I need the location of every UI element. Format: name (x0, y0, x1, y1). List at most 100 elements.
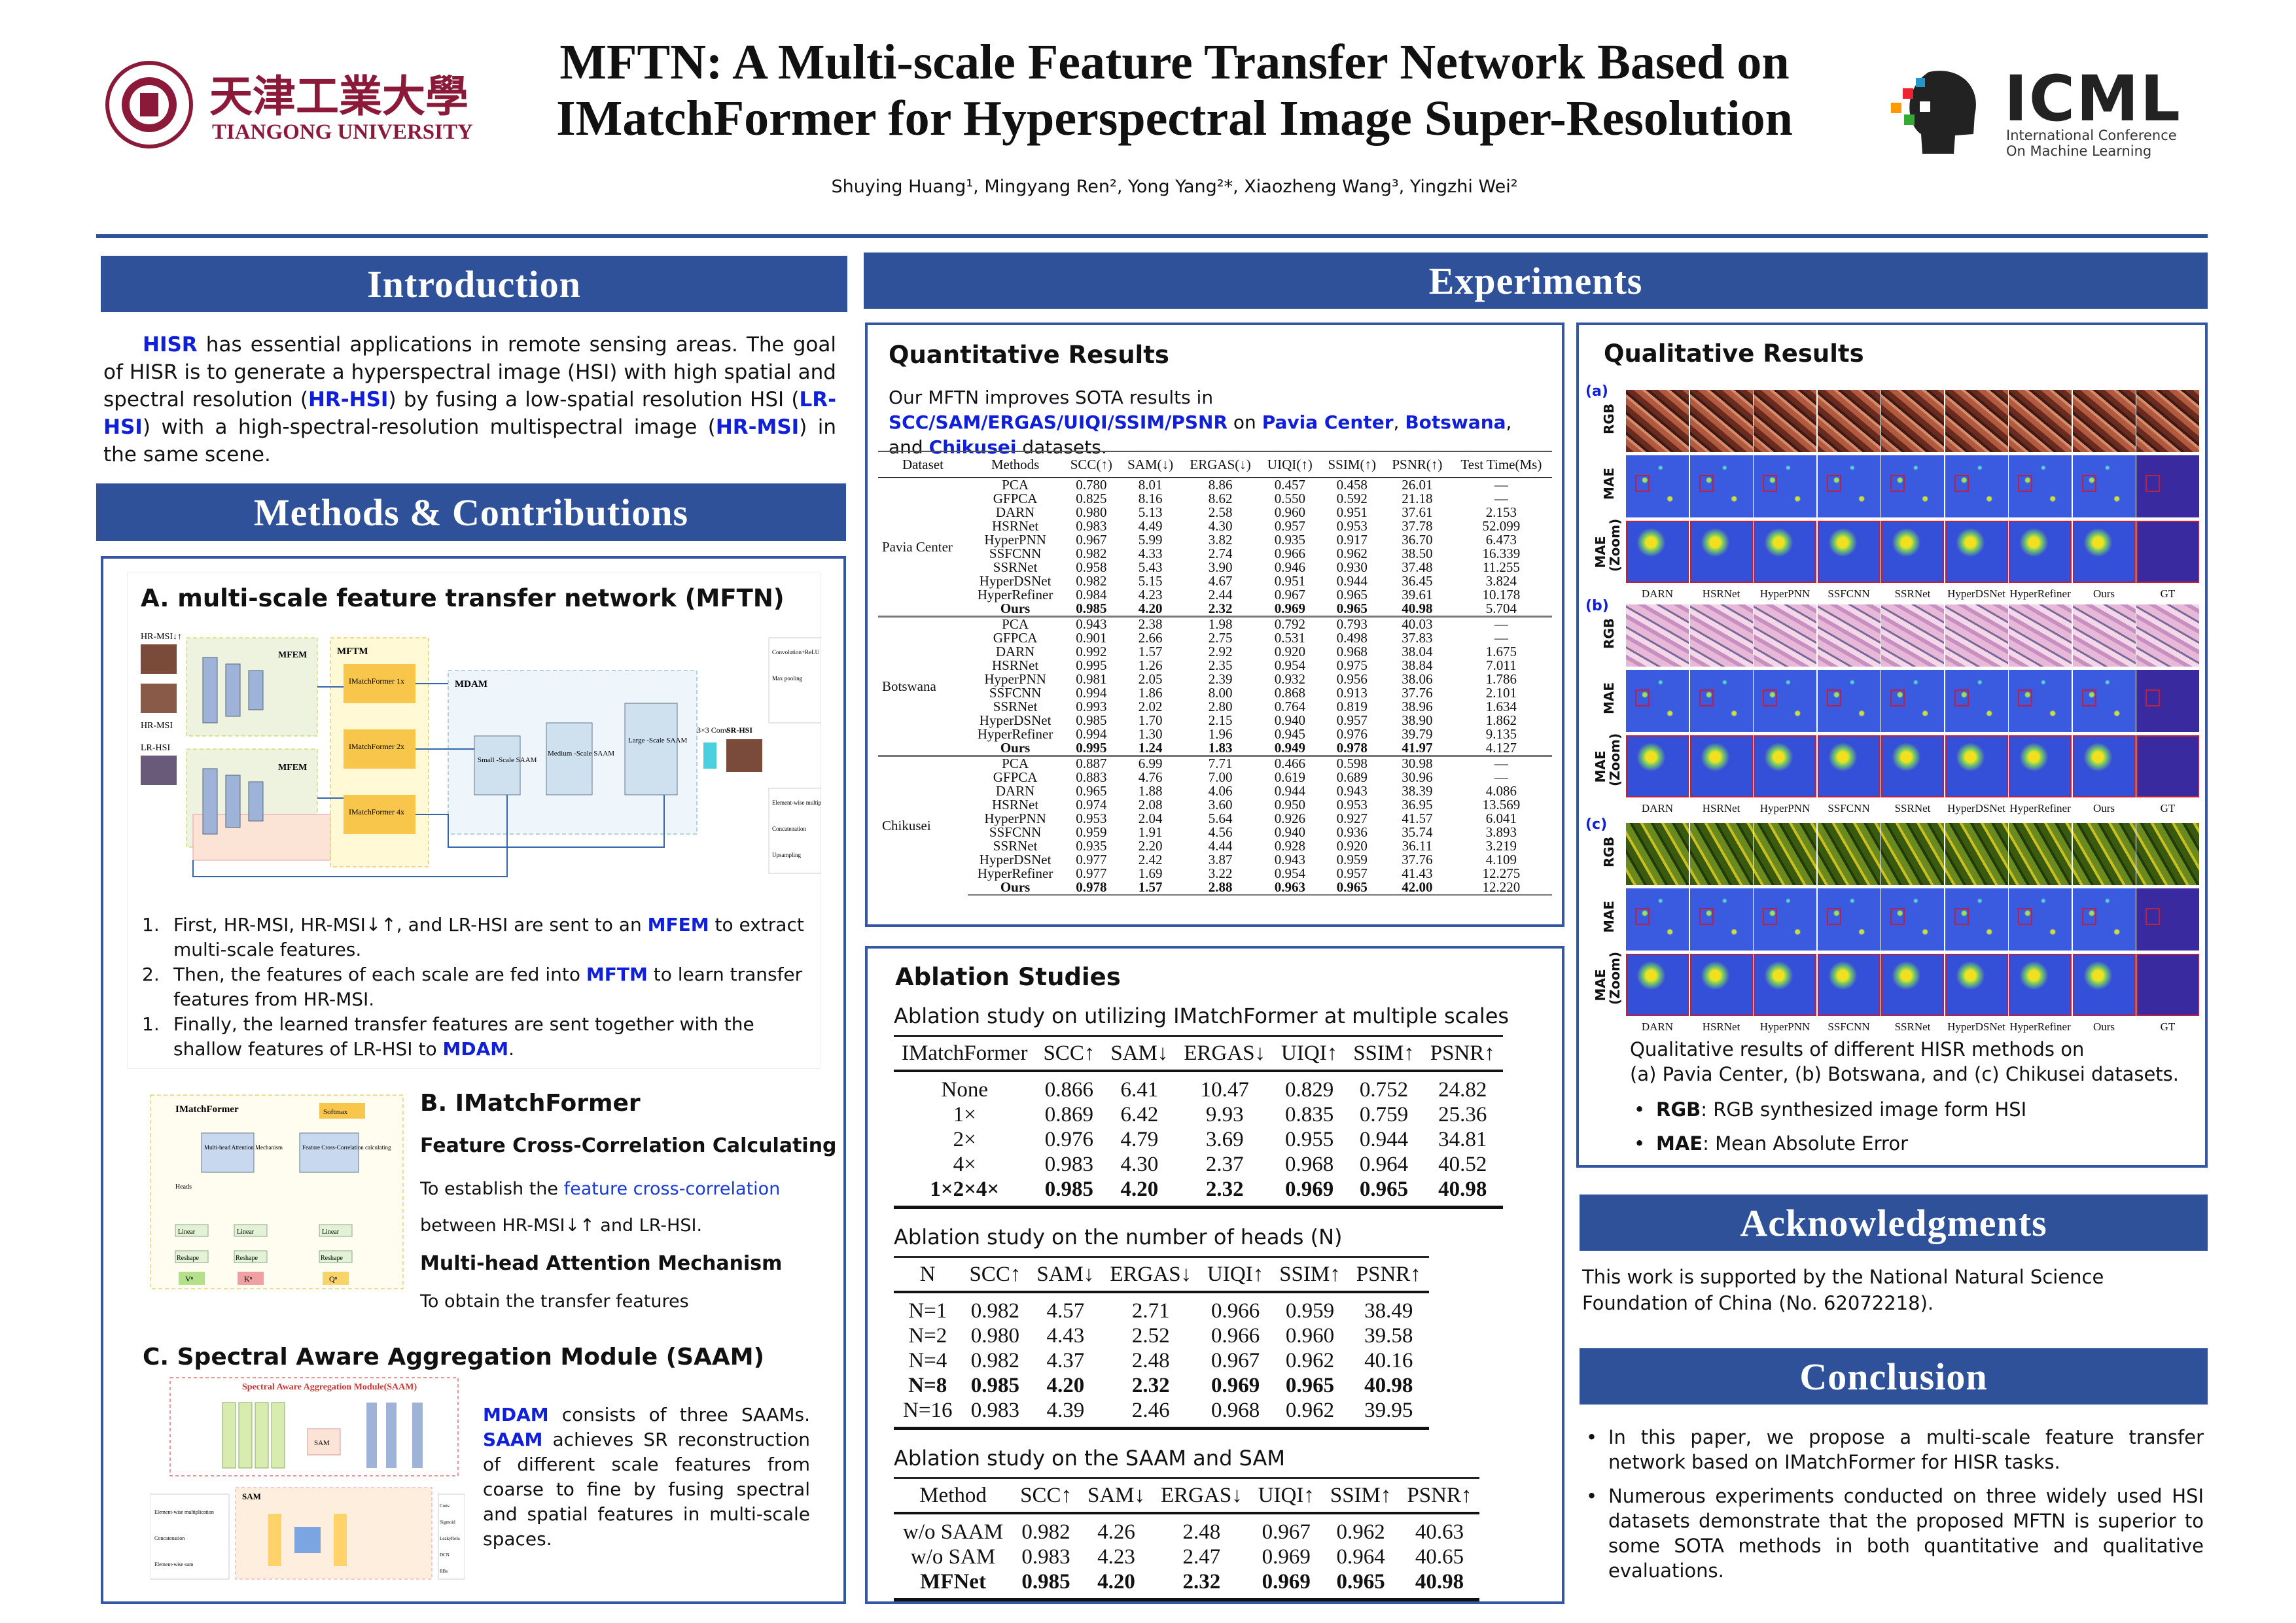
result-tile (1881, 604, 1944, 667)
highlight-term: SCC/SAM/ERGAS/UIQI/SSIM/PSNR (889, 411, 1228, 433)
legend-item: MAE: Mean Absolute Error (1630, 1131, 2193, 1156)
result-tile (1817, 604, 1881, 667)
value-cell: 3.90 (1208, 559, 1233, 575)
result-tile (1817, 390, 1881, 452)
text-run: ) by fusing a low-spatial resolution HSI… (388, 388, 800, 411)
result-tile (2009, 390, 2072, 452)
result-tile (1881, 823, 1944, 885)
method-label: HSRNet (1702, 587, 1740, 600)
column-header: PSNR(↑) (1384, 451, 1451, 478)
value-cell: 0.901 (1076, 630, 1107, 646)
legend-c-mult: Element-wise multiplication (154, 1509, 214, 1515)
value-cell: 11.255 (1482, 559, 1520, 575)
value-cell: 0.983 (1076, 518, 1107, 534)
value-cell: 39.95 (1348, 1398, 1429, 1430)
zoom-box (2081, 908, 2096, 925)
value-cell: 0.969 (1274, 601, 1305, 616)
label-large-saam: Large -Scale SAAM (628, 737, 687, 744)
zoom-box (1826, 475, 1841, 492)
value-cell: 0.936 (1336, 824, 1368, 840)
label-hrmsi: HR-MSI (141, 721, 173, 731)
method-cell: GFPCA (993, 491, 1038, 506)
result-tile (1754, 954, 1816, 1016)
value-cell: 0.957 (1274, 518, 1305, 534)
value-cell: 38.84 (1402, 657, 1433, 673)
value-cell: 0.981 (1076, 671, 1107, 687)
value-cell: 37.76 (1402, 685, 1433, 701)
highlight-term: MFEM (647, 914, 709, 935)
value-cell: 40.65 (1415, 1545, 1464, 1569)
value-cell: 0.994 (1076, 726, 1107, 742)
column-header: SSIM↑ (1322, 1477, 1400, 1514)
value-cell: 1.786 (1485, 671, 1517, 687)
value-cell: 0.968 (1336, 644, 1368, 659)
result-tile (1689, 823, 1753, 885)
result-tile (2009, 455, 2072, 517)
value-cell: 2.08 (1138, 797, 1163, 812)
zoom-box (2146, 475, 2160, 492)
result-tile (1626, 455, 1689, 517)
value-cell: 0.992 (1076, 644, 1107, 659)
result-tile (1817, 455, 1881, 517)
label-imf-title: IMatchFormer (175, 1104, 239, 1115)
method-label: Ours (2093, 587, 2115, 600)
value-cell: 0.963 (1260, 881, 1320, 896)
text-run: ) with a high-spectral-resolution multis… (142, 415, 716, 439)
value-cell: 2.35 (1208, 657, 1233, 673)
value-cell: 1.634 (1485, 699, 1517, 714)
result-tile (1881, 888, 1944, 951)
result-tile (1945, 735, 2008, 797)
value-cell: 0.945 (1274, 726, 1305, 742)
text-run: Then, the features of each scale are fed… (173, 964, 586, 985)
value-cell: 4.30 (1208, 518, 1233, 534)
method-cell: HSRNet (992, 797, 1039, 812)
config-cell: 1× (953, 1103, 976, 1126)
result-tile (2009, 823, 2072, 885)
conclusion-list: In this paper, we propose a multi-scale … (1582, 1425, 2204, 1592)
quantitative-box: Quantitative Results Our MFTN improves S… (865, 323, 1564, 927)
method-label: SSRNet (1894, 587, 1931, 600)
column-header: Method (894, 1477, 1013, 1514)
experiments-heading: Experiments (864, 253, 2208, 309)
text-run: . (508, 1038, 515, 1060)
method-cell: Ours (967, 881, 1063, 896)
result-tile (1881, 521, 1944, 583)
zoom-box (1763, 908, 1777, 925)
value-cell: 52.099 (1482, 518, 1521, 534)
method-label: HyperPNN (1759, 802, 1810, 814)
result-tile (2072, 954, 2136, 1016)
title-line-1: MFTN: A Multi-scale Feature Transfer Net… (559, 35, 1790, 90)
value-cell: 0.959 (1285, 1299, 1335, 1323)
value-cell: 4.76 (1138, 769, 1163, 785)
value-cell: 0.967 (1262, 1520, 1311, 1544)
value-cell: 5.704 (1485, 601, 1517, 616)
value-cell: 40.52 (1438, 1153, 1487, 1176)
step-number: 1. (142, 914, 160, 935)
value-cell: 0.983 (1044, 1153, 1094, 1176)
label-srhsi: SR-HSI (726, 725, 752, 735)
row-label: RGB (1601, 618, 1617, 649)
c-text: MDAM consists of three SAAMs. SAAM achie… (483, 1403, 810, 1552)
value-cell: 0.985 (970, 1374, 1020, 1397)
legend-c-dcn: DCN (440, 1552, 450, 1558)
label-reshape-q: Reshape (321, 1255, 343, 1262)
column-header: Dataset (878, 451, 968, 478)
text-run: on (1227, 411, 1262, 433)
method-cell: HSRNet (992, 657, 1039, 673)
qual-title: Qualitative Results (1604, 340, 1864, 368)
dataset-cell: Botswana (878, 616, 968, 756)
icml-sub-1: International Conference (2006, 128, 2177, 143)
text-run: consists of three SAAMs. (548, 1404, 810, 1425)
highlight-term: MFTM (586, 964, 648, 985)
result-tile (1626, 823, 1689, 885)
group-tag: (b) (1585, 598, 1609, 614)
result-tile (1754, 604, 1816, 667)
